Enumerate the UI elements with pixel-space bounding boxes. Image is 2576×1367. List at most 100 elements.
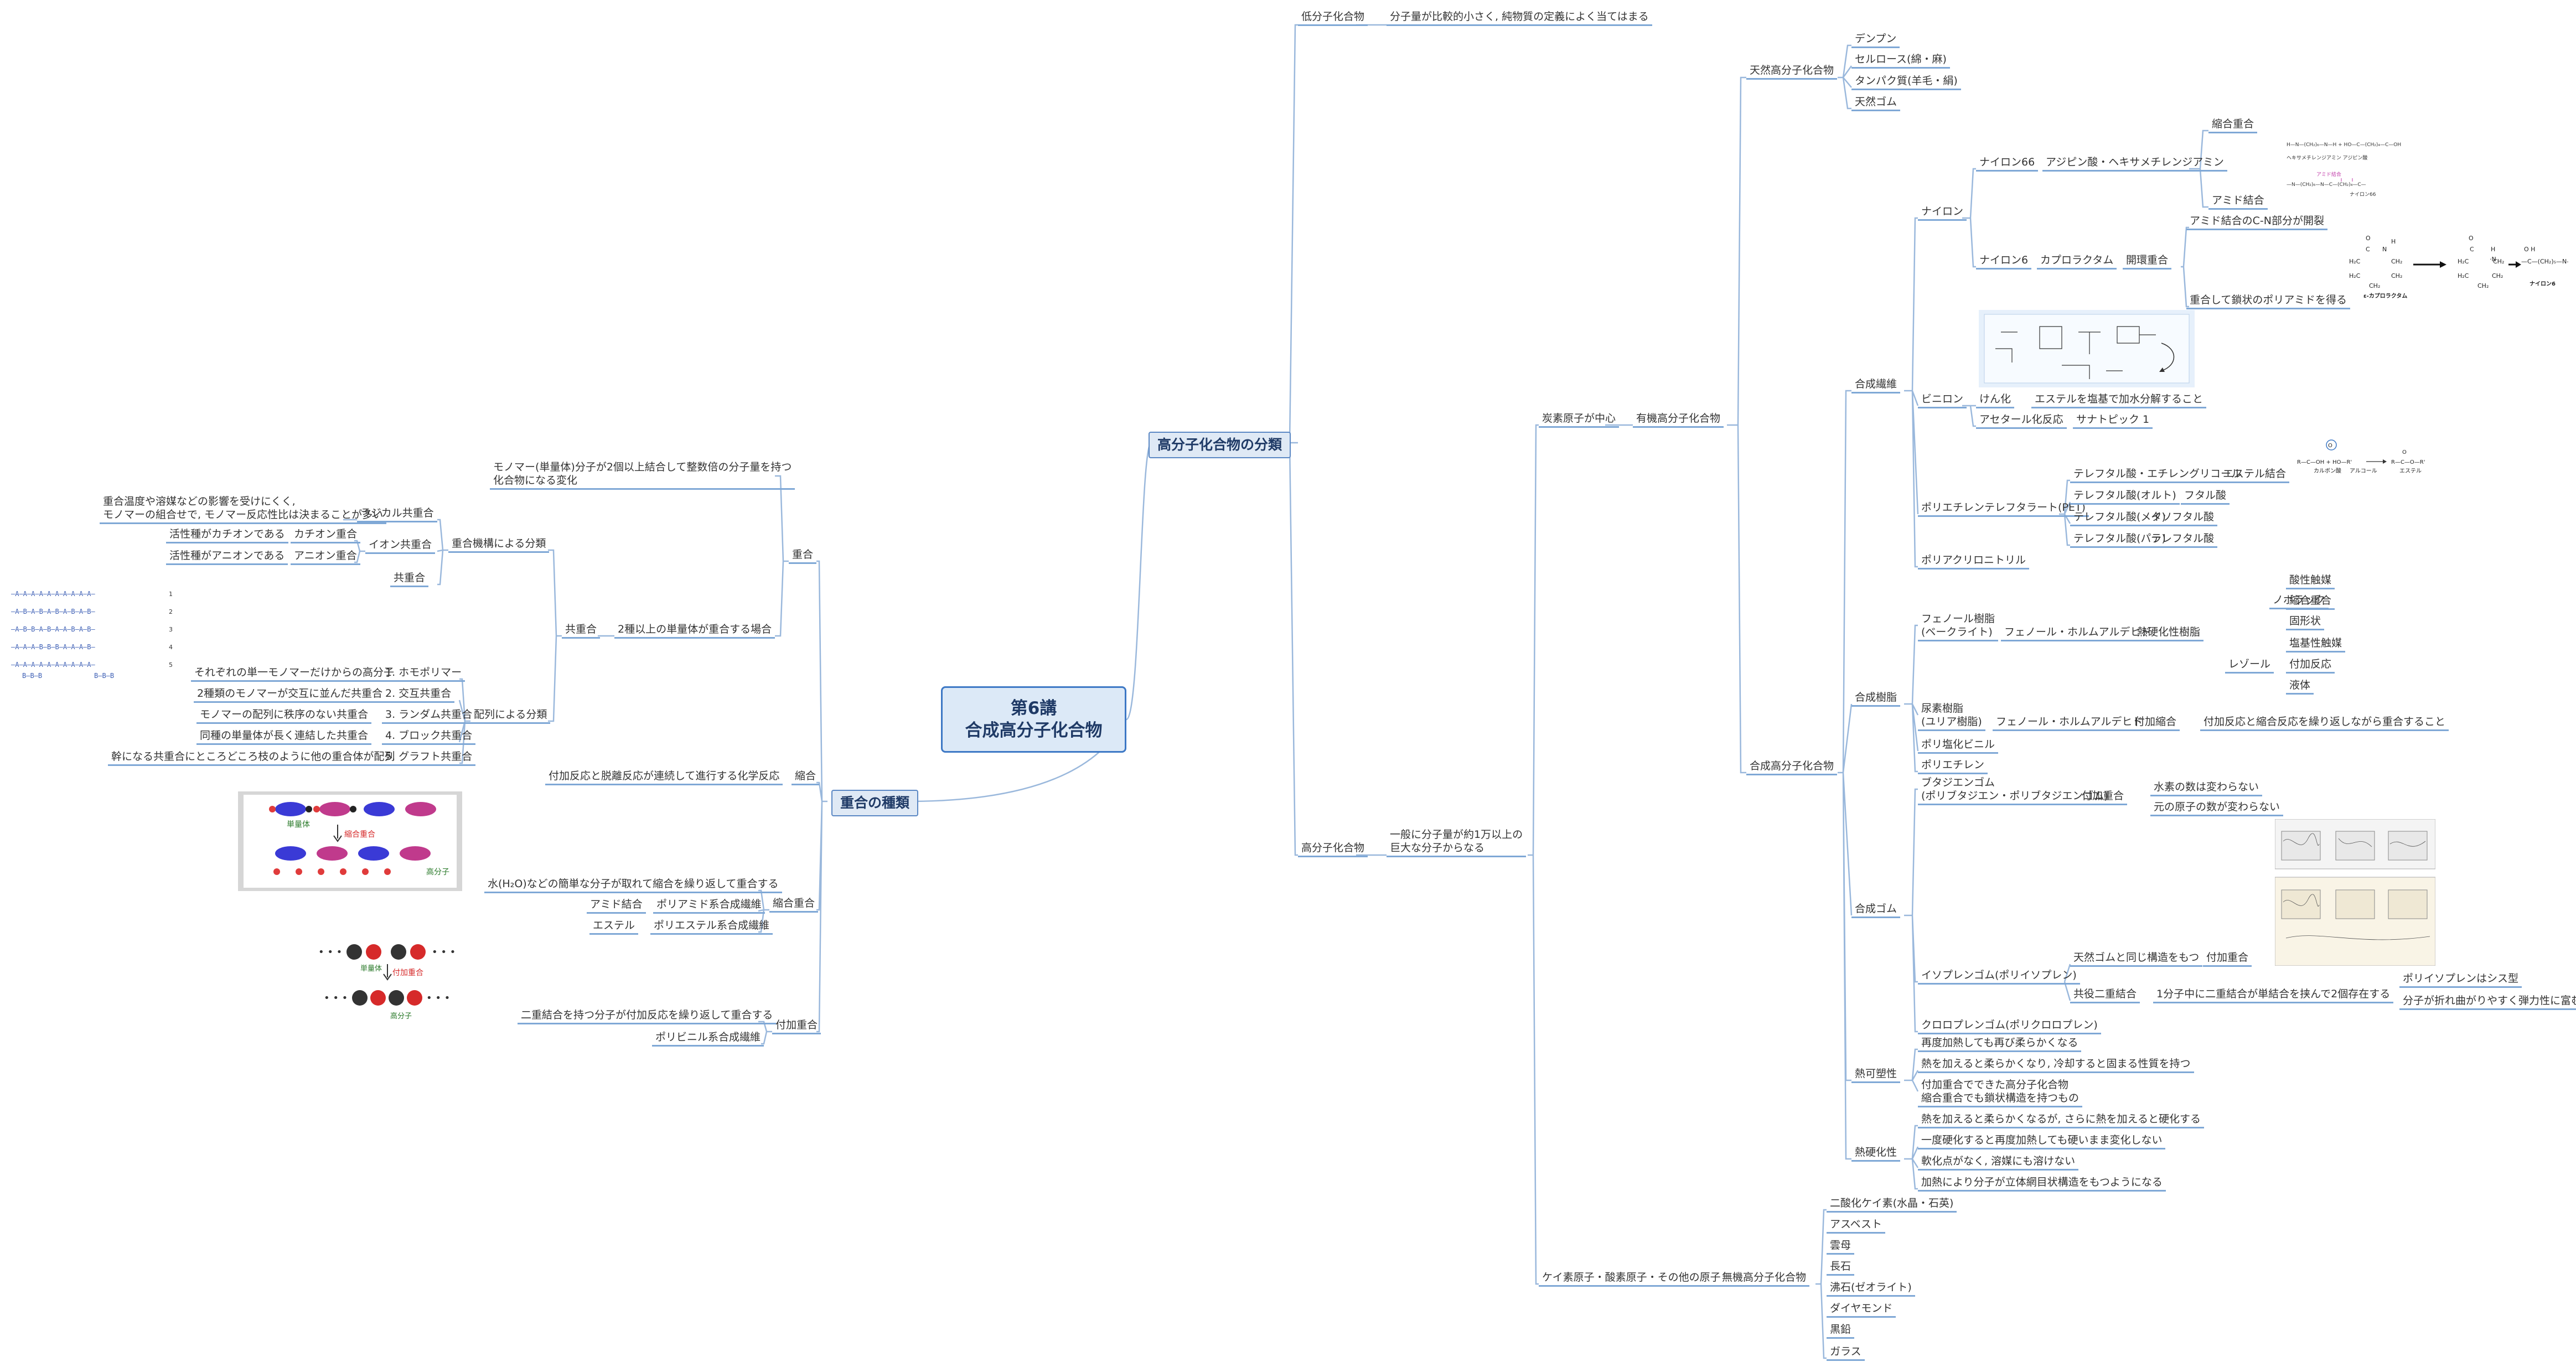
topic-node[interactable]: 塩基性触媒 <box>2286 636 2346 653</box>
topic-node[interactable]: 縮合重合 <box>2208 117 2258 133</box>
topic-node[interactable]: 幹になる共重合にところどころ枝のように他の重合体が配列 <box>108 750 399 766</box>
topic-node[interactable]: 付加重合 <box>2078 789 2128 805</box>
topic-node[interactable]: 有機高分子化合物 <box>1633 412 1724 428</box>
topic-node[interactable]: 沸石(ゼオライト) <box>1827 1281 1915 1297</box>
topic-node[interactable]: ナイロン66 <box>1976 156 2039 172</box>
topic-node[interactable]: 熱硬化性 <box>1851 1146 1901 1162</box>
topic-node[interactable]: 一般に分子量が約1万以上の 巨大な分子からなる <box>1387 828 1527 857</box>
topic-node[interactable]: ラジカル共重合 <box>357 506 437 522</box>
topic-node[interactable]: ケイ素原子・酸素原子・その他の原子 <box>1539 1271 1724 1287</box>
category-classification[interactable]: 高分子化合物の分類 <box>1149 432 1291 458</box>
topic-node[interactable]: ダイヤモンド <box>1827 1302 1896 1318</box>
topic-node[interactable]: 2種類のモノマーが交互に並んだ共重合 <box>194 687 386 703</box>
topic-node[interactable]: 付加重合 <box>772 1018 821 1034</box>
topic-node[interactable]: 付加縮合 <box>2131 715 2180 731</box>
topic-node[interactable]: ナイロン6 <box>1976 253 2032 270</box>
topic-node[interactable]: 無機高分子化合物 <box>1719 1271 1810 1287</box>
topic-node[interactable]: モノマーの配列に秩序のない共重合 <box>196 708 372 724</box>
topic-node[interactable]: 酸性触媒 <box>2286 573 2335 589</box>
topic-node[interactable]: 水(H₂O)などの簡単な分子が取れて縮合を繰り返して重合する <box>484 877 782 893</box>
topic-node[interactable]: 熱を加えると柔らかくなるが, さらに熱を加えると硬化する <box>1918 1112 2204 1128</box>
topic-node[interactable]: クロロプレンゴム(ポリクロロプレン) <box>1918 1018 2101 1034</box>
topic-node[interactable]: ビニロン <box>1918 392 1967 408</box>
topic-node[interactable]: ポリアクリロニトリル <box>1918 553 2030 569</box>
topic-node[interactable]: 合成繊維 <box>1851 377 1901 393</box>
topic-node[interactable]: 合成高分子化合物 <box>1746 759 1838 775</box>
topic-node[interactable]: 1分子中に二重結合が単結合を挟んで2個存在する <box>2153 987 2394 1003</box>
topic-node[interactable]: 天然高分子化合物 <box>1746 64 1838 80</box>
topic-node[interactable]: 1. ホモポリマー <box>382 666 465 682</box>
topic-node[interactable]: 重合温度や溶媒などの影響を受けにくく, モノマーの組合せで, モノマー反応性比は… <box>100 495 387 524</box>
topic-node[interactable]: それぞれの単一モノマーだけからの高分子 <box>191 666 398 682</box>
topic-node[interactable]: 5. グラフト共重合 <box>382 750 476 766</box>
topic-node[interactable]: ポリアミド系合成繊維 <box>653 898 765 914</box>
topic-node[interactable]: 開環重合 <box>2123 253 2172 270</box>
topic-node[interactable]: 熱を加えると柔らかくなり, 冷却すると固まる性質を持つ <box>1918 1057 2194 1073</box>
topic-node[interactable]: 加熱により分子が立体網目状構造をもつようになる <box>1918 1176 2166 1192</box>
topic-node[interactable]: 2. 交互共重合 <box>382 687 455 703</box>
topic-node[interactable]: 二重結合を持つ分子が付加反応を繰り返して重合する <box>518 1008 777 1024</box>
topic-node[interactable]: 二酸化ケイ素(水晶・石英) <box>1827 1197 1957 1213</box>
topic-node[interactable]: アスベスト <box>1827 1218 1886 1234</box>
topic-node[interactable]: アジピン酸・ヘキサメチレンジアミン <box>2042 156 2227 172</box>
topic-node[interactable]: ガラス <box>1827 1345 1865 1361</box>
topic-node[interactable]: 天然ゴム <box>1851 95 1901 111</box>
topic-node[interactable]: 付加反応と縮合反応を繰り返しながら重合すること <box>2200 715 2449 731</box>
topic-node[interactable]: テレフタル酸・エチレングリコール <box>2070 467 2246 483</box>
topic-node[interactable]: 縮合重合 <box>2286 594 2335 610</box>
topic-node[interactable]: 分子量が比較的小さく, 純物質の定義によく当てはまる <box>1387 10 1652 26</box>
topic-node[interactable]: ポリビニル系合成繊維 <box>652 1031 764 1047</box>
topic-node[interactable]: 液体 <box>2286 679 2314 695</box>
topic-node[interactable]: アセタール化反応 <box>1976 413 2067 429</box>
topic-node[interactable]: 雲母 <box>1827 1239 1855 1255</box>
topic-node[interactable]: 熱硬化性樹脂 <box>2134 625 2204 641</box>
topic-node[interactable]: フェノール・ホルムアルデヒド <box>2001 625 2155 641</box>
topic-node[interactable]: 分子が折れ曲がりやすく弾力性に富む <box>2399 994 2576 1010</box>
topic-node[interactable]: エステルを塩基で加水分解すること <box>2031 392 2207 408</box>
topic-node[interactable]: エステル結合 <box>2220 467 2290 483</box>
topic-node[interactable]: 天然ゴムと同じ構造をもつ <box>2070 951 2203 967</box>
topic-node[interactable]: 3. ランダム共重合 <box>382 708 476 724</box>
topic-node[interactable]: 共重合 <box>562 623 601 639</box>
topic-node[interactable]: 4. ブロック共重合 <box>382 729 476 745</box>
topic-node[interactable]: フェノール樹脂 (ベークライト) <box>1918 612 1999 641</box>
topic-node[interactable]: 重合 <box>789 548 817 564</box>
topic-node[interactable]: ブタジエンゴム (ポリブタジエン・ポリブタジエンゴム) <box>1918 776 2112 805</box>
topic-node[interactable]: カプロラクタム <box>2037 253 2117 270</box>
topic-node[interactable]: レゾール <box>2225 657 2274 674</box>
topic-node[interactable]: 共役二重結合 <box>2070 987 2140 1003</box>
topic-node[interactable]: 高分子化合物 <box>1298 841 1368 857</box>
topic-node[interactable]: 低分子化合物 <box>1298 10 1368 26</box>
topic-node[interactable]: アミド結合 <box>587 898 646 914</box>
topic-node[interactable]: 重合して鎖状のポリアミドを得る <box>2186 293 2351 309</box>
topic-node[interactable]: 一度硬化すると再度加熱しても硬いまま変化しない <box>1918 1133 2166 1149</box>
topic-node[interactable]: 配列による分類 <box>470 708 551 724</box>
topic-node[interactable]: 活性種がアニオンである <box>166 549 288 565</box>
topic-node[interactable]: アミド結合 <box>2208 194 2268 210</box>
topic-node[interactable]: タンパク質(羊毛・絹) <box>1851 74 1961 90</box>
topic-node[interactable]: 再度加熱しても再び柔らかくなる <box>1918 1036 2082 1052</box>
topic-node[interactable]: 炭素原子が中心 <box>1539 412 1620 428</box>
topic-node[interactable]: 水素の数は変わらない <box>2150 780 2263 796</box>
topic-node[interactable]: 付加反応と脱離反応が連続して進行する化学反応 <box>545 769 783 785</box>
topic-node[interactable]: ポリイソプレンはシス型 <box>2399 972 2522 988</box>
topic-node[interactable]: 軟化点がなく, 溶媒にも溶けない <box>1918 1154 2079 1171</box>
topic-node[interactable]: 活性種がカチオンである <box>166 527 288 543</box>
topic-node[interactable]: 同種の単量体が長く連結した共重合 <box>196 729 372 745</box>
topic-node[interactable]: アミド結合のC-N部分が開裂 <box>2186 214 2327 230</box>
topic-node[interactable]: カチオン重合 <box>291 527 361 543</box>
topic-node[interactable]: テレフタル酸(オルト) <box>2070 489 2180 505</box>
topic-node[interactable]: 合成ゴム <box>1851 902 1901 918</box>
topic-node[interactable]: テレフタル酸 <box>2148 532 2218 548</box>
topic-node[interactable]: ポリエステル系合成繊維 <box>650 919 773 935</box>
root-topic[interactable]: 第6講 合成高分子化合物 <box>941 686 1126 753</box>
topic-node[interactable]: テレフタル酸(パラ) <box>2070 532 2169 548</box>
topic-node[interactable]: フェノール・ホルムアルデヒド <box>1993 715 2146 731</box>
topic-node[interactable]: 2種以上の単量体が重合する場合 <box>614 623 775 639</box>
topic-node[interactable]: サナトピック 1 <box>2073 413 2153 429</box>
category-polymerization[interactable]: 重合の種類 <box>831 790 919 816</box>
topic-node[interactable]: 付加反応 <box>2286 657 2335 674</box>
topic-node[interactable]: セルロース(綿・麻) <box>1851 53 1950 69</box>
topic-node[interactable]: フタル酸 <box>2181 489 2230 505</box>
topic-node[interactable]: 縮合 <box>792 769 820 785</box>
